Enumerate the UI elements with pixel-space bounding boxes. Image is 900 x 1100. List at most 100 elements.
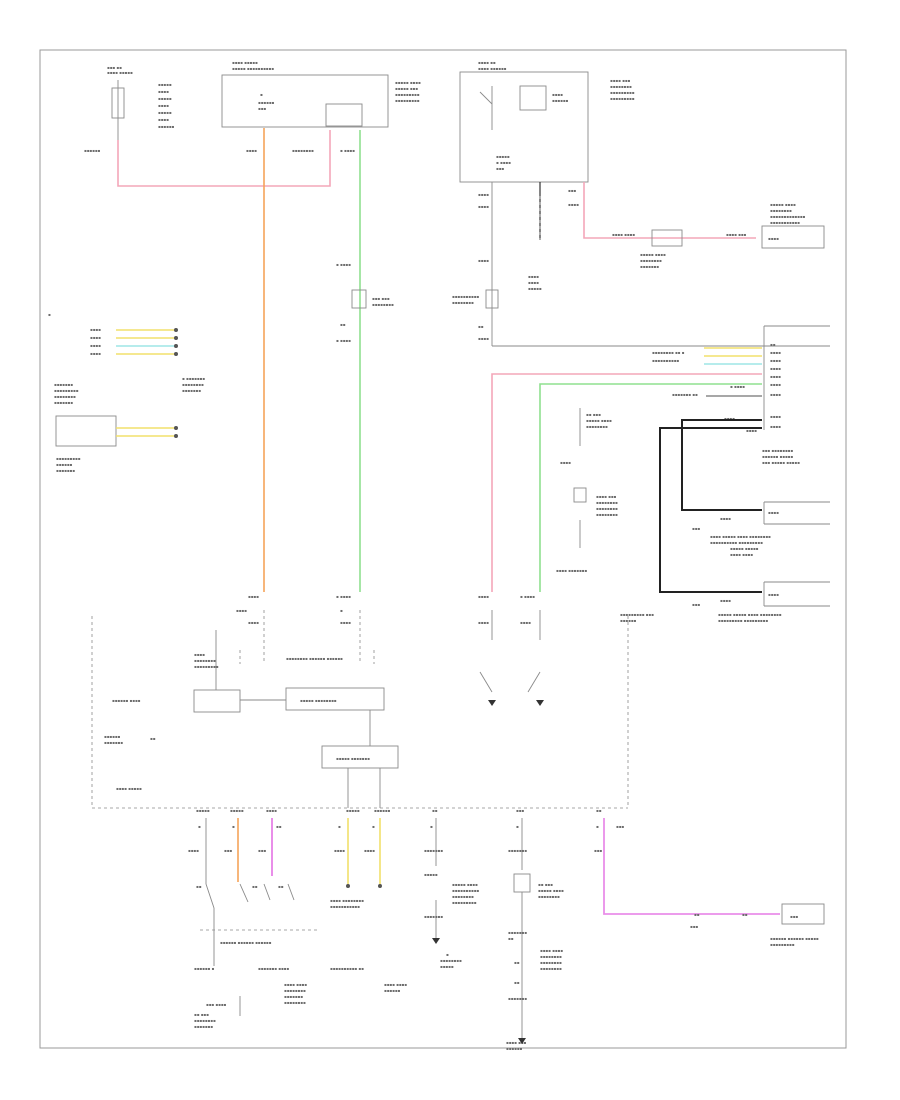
svg-text:▪: ▪ [48, 312, 51, 317]
svg-text:▪▪▪▪: ▪▪▪▪ [158, 103, 169, 108]
svg-text:▪: ▪ [372, 824, 375, 829]
svg-text:▪▪▪▪▪▪▪▪▪: ▪▪▪▪▪▪▪▪▪ [395, 92, 420, 97]
svg-text:▪▪▪▪▪: ▪▪▪▪▪ [528, 286, 542, 291]
svg-text:▪▪▪▪▪▪▪▪: ▪▪▪▪▪▪▪▪ [372, 302, 394, 307]
svg-text:▪▪▪▪: ▪▪▪▪ [768, 236, 779, 241]
svg-text:▪: ▪ [596, 824, 599, 829]
svg-text:▪▪▪▪ ▪▪▪▪: ▪▪▪▪ ▪▪▪▪ [540, 948, 563, 953]
svg-text:▪▪▪▪▪▪: ▪▪▪▪▪▪ [258, 100, 275, 105]
svg-text:▪: ▪ [430, 824, 433, 829]
svg-text:▪▪: ▪▪ [340, 322, 346, 327]
svg-text:▪▪: ▪▪ [508, 936, 514, 941]
svg-text:▪▪▪▪: ▪▪▪▪ [90, 327, 101, 332]
svg-text:▪▪▪▪▪ ▪▪▪: ▪▪▪▪▪ ▪▪▪ [395, 86, 418, 91]
svg-text:▪▪▪▪▪▪▪▪▪▪▪▪▪: ▪▪▪▪▪▪▪▪▪▪▪▪▪ [770, 214, 806, 219]
svg-text:▪▪▪▪▪ ▪▪▪▪▪▪▪: ▪▪▪▪▪ ▪▪▪▪▪▪▪ [336, 756, 370, 761]
black-wire-a [681, 419, 762, 511]
svg-text:▪▪▪▪: ▪▪▪▪ [90, 351, 101, 356]
svg-text:▪: ▪ [232, 824, 235, 829]
svg-text:▪: ▪ [446, 952, 449, 957]
svg-text:▪ ▪▪▪▪: ▪ ▪▪▪▪ [336, 338, 351, 343]
svg-text:▪▪▪▪▪▪▪▪▪: ▪▪▪▪▪▪▪▪▪ [54, 388, 79, 393]
svg-text:▪▪▪▪: ▪▪▪▪ [266, 808, 277, 813]
svg-text:▪▪▪▪▪▪▪▪▪: ▪▪▪▪▪▪▪▪▪ [610, 96, 635, 101]
svg-text:▪▪▪▪: ▪▪▪▪ [188, 848, 199, 853]
svg-text:▪▪▪▪▪ ▪▪▪▪: ▪▪▪▪▪ ▪▪▪▪ [452, 882, 478, 887]
reset-switch-ecu: ▪▪▪▪▪ ▪▪▪▪ ▪▪▪▪▪▪▪▪▪▪ ▪▪▪▪▪▪▪▪ ▪▪▪▪▪▪▪▪▪… [424, 872, 479, 969]
svg-text:▪▪▪▪▪▪▪▪: ▪▪▪▪▪▪▪▪ [610, 84, 632, 89]
svg-text:▪▪▪▪ ▪▪▪▪: ▪▪▪▪ ▪▪▪▪ [384, 982, 407, 987]
svg-text:▪▪▪▪ ▪▪▪: ▪▪▪▪ ▪▪▪ [596, 494, 617, 499]
svg-text:▪▪▪▪▪▪▪: ▪▪▪▪▪▪▪ [104, 740, 123, 745]
svg-text:▪▪▪▪: ▪▪▪▪ [770, 414, 781, 419]
svg-text:▪▪▪▪▪▪▪▪: ▪▪▪▪▪▪▪▪ [640, 258, 662, 263]
svg-text:▪: ▪ [198, 824, 201, 829]
svg-text:▪▪▪▪ ▪▪▪: ▪▪▪▪ ▪▪▪ [506, 1040, 527, 1045]
svg-text:▪▪▪: ▪▪▪ [692, 526, 700, 531]
svg-text:▪▪▪▪▪▪▪▪▪▪ ▪▪: ▪▪▪▪▪▪▪▪▪▪ ▪▪ [330, 966, 364, 971]
svg-text:▪▪▪▪▪▪▪▪ ▪▪▪▪▪▪ ▪▪▪▪▪▪: ▪▪▪▪▪▪▪▪ ▪▪▪▪▪▪ ▪▪▪▪▪▪ [286, 656, 343, 661]
svg-text:▪▪▪▪: ▪▪▪▪ [194, 652, 205, 657]
svg-text:▪▪▪▪ ▪▪▪▪: ▪▪▪▪ ▪▪▪▪ [730, 552, 753, 557]
svg-text:▪▪▪ ▪▪▪: ▪▪▪ ▪▪▪ [372, 296, 390, 301]
svg-text:▪ ▪▪▪▪: ▪ ▪▪▪▪ [520, 594, 535, 599]
svg-text:▪▪▪▪: ▪▪▪▪ [768, 592, 779, 597]
svg-text:▪▪▪▪: ▪▪▪▪ [720, 516, 731, 521]
svg-text:▪▪▪▪: ▪▪▪▪ [720, 598, 731, 603]
svg-text:▪▪▪▪▪▪▪▪: ▪▪▪▪▪▪▪▪ [284, 1000, 306, 1005]
left-connector-cluster: ▪ ▪▪▪▪ ▪▪▪▪ ▪▪▪▪ ▪▪▪▪ ▪ ▪▪▪▪▪▪▪ ▪▪▪▪▪▪▪▪… [48, 312, 205, 473]
svg-text:▪▪▪▪: ▪▪▪▪ [770, 382, 781, 387]
svg-text:▪▪▪▪: ▪▪▪▪ [770, 424, 781, 429]
right-front-transmitter: ▪▪▪▪ ▪▪▪▪ ▪▪▪ ▪▪▪▪▪ ▪▪▪▪▪ ▪▪▪▪ ▪▪▪▪▪▪▪▪ … [692, 581, 830, 623]
svg-text:▪▪▪: ▪▪▪ [496, 166, 504, 171]
svg-text:▪▪▪▪▪▪: ▪▪▪▪▪▪ [84, 148, 101, 153]
svg-text:▪▪▪▪▪▪: ▪▪▪▪▪▪ [374, 808, 391, 813]
pink-wire-top-right [583, 182, 756, 239]
svg-text:▪▪▪▪▪▪: ▪▪▪▪▪▪ [506, 1046, 523, 1051]
fuse-block-top-left: ▪▪▪ ▪▪ ▪▪▪▪ ▪▪▪▪▪ ▪▪▪▪▪ ▪▪▪▪ ▪▪▪▪▪ ▪▪▪▪ … [84, 65, 175, 153]
set-switch: ▪▪ ▪▪ ▪▪ ▪▪▪▪▪▪ ▪▪▪▪▪▪ ▪▪▪▪▪▪ ▪▪▪▪▪▪ ▪ ▪… [194, 883, 407, 1029]
svg-text:▪▪▪: ▪▪▪ [692, 602, 700, 607]
svg-text:▪▪▪: ▪▪▪ [690, 924, 698, 929]
svg-text:▪▪▪▪▪: ▪▪▪▪▪ [158, 110, 172, 115]
svg-text:▪▪▪▪: ▪▪▪▪ [478, 204, 489, 209]
svg-text:▪▪▪▪ ▪▪▪▪▪: ▪▪▪▪ ▪▪▪▪▪ [116, 786, 142, 791]
svg-text:▪▪▪▪▪▪▪: ▪▪▪▪▪▪▪ [640, 264, 659, 269]
svg-text:▪▪▪▪: ▪▪▪▪ [478, 594, 489, 599]
svg-text:▪▪▪▪: ▪▪▪▪ [248, 594, 259, 599]
svg-text:▪▪▪▪▪▪▪▪▪: ▪▪▪▪▪▪▪▪▪ [56, 456, 81, 461]
svg-text:▪▪▪▪▪▪▪▪: ▪▪▪▪▪▪▪▪ [452, 894, 474, 899]
svg-text:▪▪▪▪▪▪▪▪▪: ▪▪▪▪▪▪▪▪▪ [610, 90, 635, 95]
svg-text:▪▪▪▪▪: ▪▪▪▪▪ [158, 96, 172, 101]
svg-text:▪▪▪▪: ▪▪▪▪ [528, 274, 539, 279]
svg-text:▪: ▪ [338, 824, 341, 829]
svg-text:▪▪ ▪▪▪: ▪▪ ▪▪▪ [538, 882, 553, 887]
svg-text:▪▪▪▪▪▪: ▪▪▪▪▪▪ [620, 618, 637, 623]
svg-text:▪▪: ▪▪ [478, 324, 484, 329]
svg-text:▪▪▪▪▪▪▪▪: ▪▪▪▪▪▪▪▪ [452, 300, 474, 305]
svg-text:▪▪▪▪▪ ▪▪▪▪: ▪▪▪▪▪ ▪▪▪▪ [586, 418, 612, 423]
svg-text:▪▪▪▪▪▪ ▪▪▪▪▪▪ ▪▪▪▪▪: ▪▪▪▪▪▪ ▪▪▪▪▪▪ ▪▪▪▪▪ [770, 936, 819, 941]
svg-text:▪▪▪▪▪▪: ▪▪▪▪▪▪ [384, 988, 401, 993]
svg-text:▪: ▪ [340, 608, 343, 613]
svg-text:▪▪▪: ▪▪▪ [568, 188, 576, 193]
green-wire-right [539, 383, 762, 592]
svg-text:▪▪▪▪▪▪▪: ▪▪▪▪▪▪▪ [424, 914, 443, 919]
svg-text:▪▪▪▪▪: ▪▪▪▪▪ [496, 154, 510, 159]
svg-text:▪ ▪▪▪▪: ▪ ▪▪▪▪ [496, 160, 511, 165]
svg-text:▪▪▪▪: ▪▪▪▪ [248, 620, 259, 625]
svg-text:▪▪▪▪: ▪▪▪▪ [770, 374, 781, 379]
svg-text:▪▪ ▪▪▪: ▪▪ ▪▪▪ [194, 1012, 209, 1017]
svg-text:▪▪▪▪▪ ▪▪▪▪▪ ▪▪▪▪ ▪▪▪▪▪▪▪▪: ▪▪▪▪▪ ▪▪▪▪▪ ▪▪▪▪ ▪▪▪▪▪▪▪▪ [718, 612, 782, 617]
svg-text:▪▪ ▪▪▪: ▪▪ ▪▪▪ [586, 412, 601, 417]
svg-text:▪▪▪▪: ▪▪▪▪ [158, 89, 169, 94]
svg-text:▪▪▪▪▪▪▪▪▪ ▪▪▪▪▪▪▪▪▪: ▪▪▪▪▪▪▪▪▪ ▪▪▪▪▪▪▪▪▪ [718, 618, 768, 623]
svg-text:▪▪▪ ▪▪▪▪: ▪▪▪ ▪▪▪▪ [206, 1002, 227, 1007]
svg-text:▪▪▪ ▪▪▪▪▪ ▪▪▪▪▪: ▪▪▪ ▪▪▪▪▪ ▪▪▪▪▪ [762, 460, 800, 465]
svg-text:▪▪▪▪▪ ▪▪▪▪: ▪▪▪▪▪ ▪▪▪▪ [395, 80, 421, 85]
svg-text:▪▪▪▪▪: ▪▪▪▪▪ [346, 808, 360, 813]
svg-text:▪▪▪▪▪▪: ▪▪▪▪▪▪ [552, 98, 569, 103]
svg-text:▪▪▪▪▪ ▪▪▪▪▪▪▪▪: ▪▪▪▪▪ ▪▪▪▪▪▪▪▪ [300, 698, 337, 703]
svg-text:▪ ▪▪▪▪: ▪ ▪▪▪▪ [336, 262, 351, 267]
svg-text:▪▪▪▪▪▪▪: ▪▪▪▪▪▪▪ [194, 1024, 213, 1029]
